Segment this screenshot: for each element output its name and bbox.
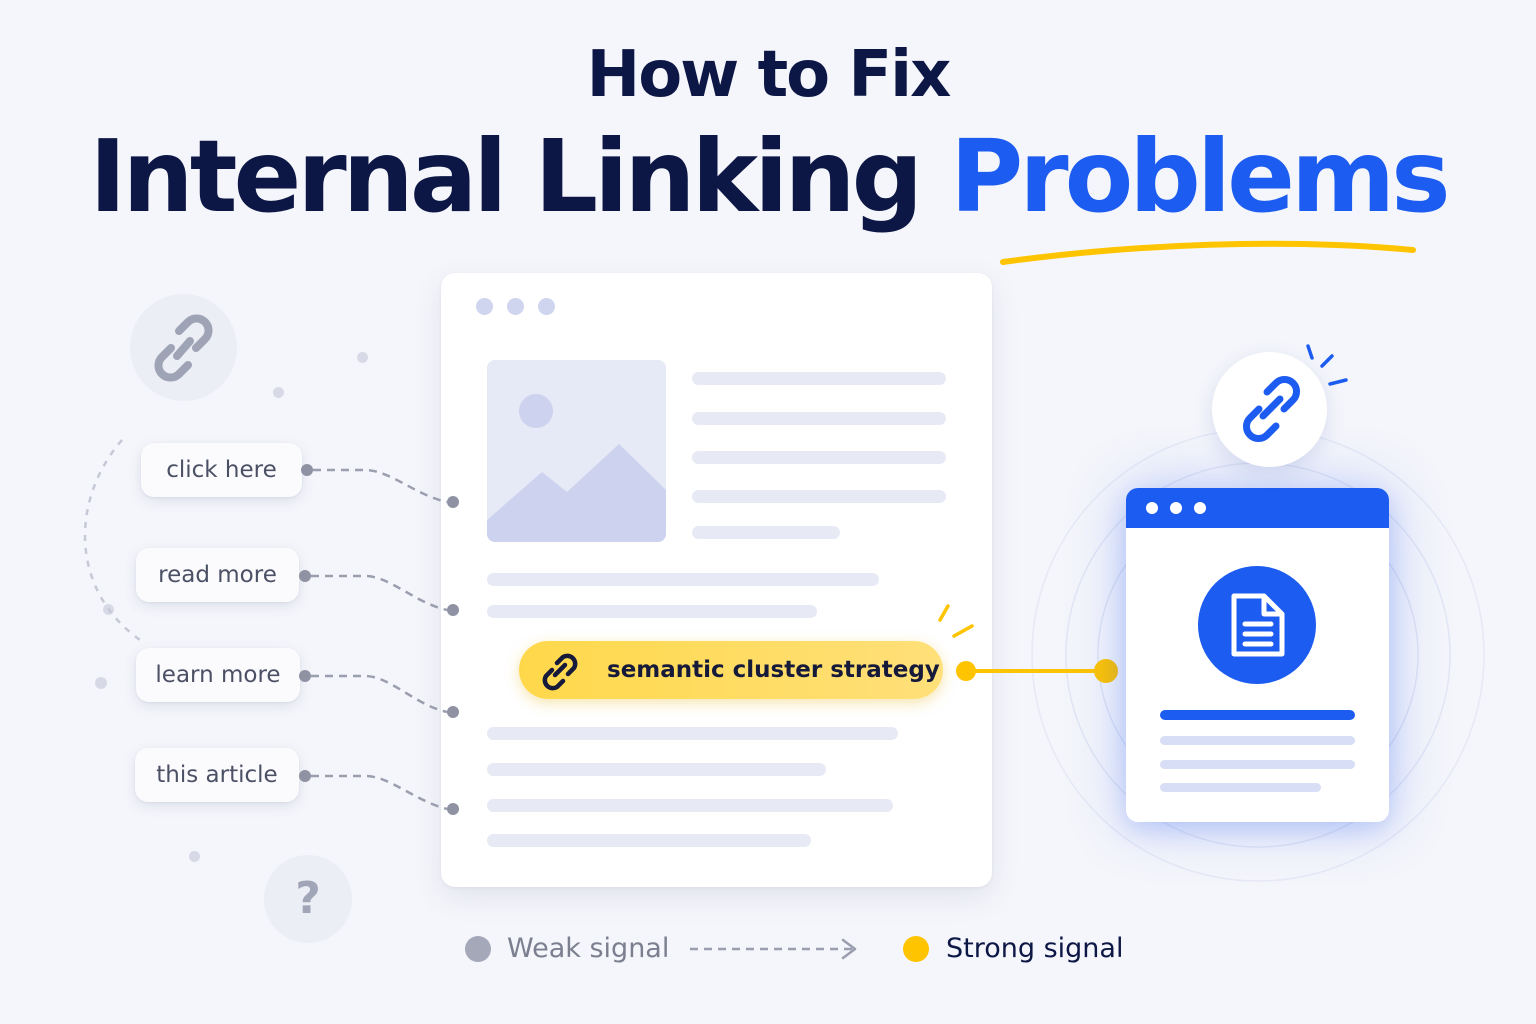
broken-link-circle — [130, 294, 237, 401]
text-line — [1160, 760, 1355, 769]
target-heading-line — [1160, 710, 1355, 720]
spark-lines — [938, 604, 974, 638]
window-dot — [1170, 502, 1182, 514]
title-line-1: How to Fix — [586, 38, 952, 112]
window-dot — [538, 298, 555, 315]
weak-anchor-pill[interactable]: click here — [141, 443, 302, 497]
image-icon — [487, 394, 666, 542]
spark-lines — [1306, 344, 1348, 386]
text-line — [487, 573, 879, 586]
window-dot — [507, 298, 524, 315]
text-line — [487, 763, 826, 776]
text-line — [1160, 736, 1355, 745]
window-dot — [1146, 502, 1158, 514]
title-underline — [1000, 240, 1416, 265]
text-line — [692, 451, 946, 464]
weak-anchor-pill[interactable]: read more — [136, 548, 299, 602]
decor-dot — [95, 677, 107, 689]
dashed-arc — [83, 439, 141, 642]
weak-connectors — [299, 464, 459, 815]
broken-link-icon — [154, 314, 213, 382]
arrow-right-icon — [690, 938, 857, 960]
target-window-titlebar — [1126, 488, 1389, 528]
strong-anchor-pill[interactable] — [519, 641, 943, 699]
weak-signal-dot — [465, 936, 491, 962]
strong-signal-dot — [903, 936, 929, 962]
window-dot — [1194, 502, 1206, 514]
text-line — [487, 799, 893, 812]
link-icon — [542, 653, 578, 691]
text-line — [692, 526, 840, 539]
weak-signal-label: Weak signal — [507, 933, 670, 964]
document-icon — [1231, 593, 1285, 657]
title-main: Internal Linking — [89, 118, 923, 235]
strong-connector — [956, 659, 1118, 683]
text-line — [487, 834, 811, 847]
decor-dot — [357, 352, 368, 363]
image-placeholder — [487, 360, 666, 542]
weak-anchor-pill[interactable]: learn more — [136, 648, 300, 702]
title-accent: Problems — [949, 118, 1451, 235]
text-line — [1160, 783, 1321, 792]
title-line-2: Internal Linking Problems — [0, 118, 1536, 235]
text-line — [487, 605, 817, 618]
text-line — [692, 412, 946, 425]
decor-dot — [189, 851, 200, 862]
question-icon: ? — [264, 855, 352, 943]
strong-anchor-label: semantic cluster strategy — [607, 657, 940, 683]
link-icon — [1243, 376, 1300, 442]
strong-signal-label: Strong signal — [946, 933, 1124, 964]
window-dot — [476, 298, 493, 315]
text-line — [487, 727, 898, 740]
decor-dot — [273, 387, 284, 398]
link-badge — [1212, 352, 1327, 467]
text-line — [692, 372, 946, 385]
text-line — [692, 490, 946, 503]
document-circle — [1198, 566, 1316, 684]
weak-anchor-pill[interactable]: this article — [135, 748, 299, 802]
